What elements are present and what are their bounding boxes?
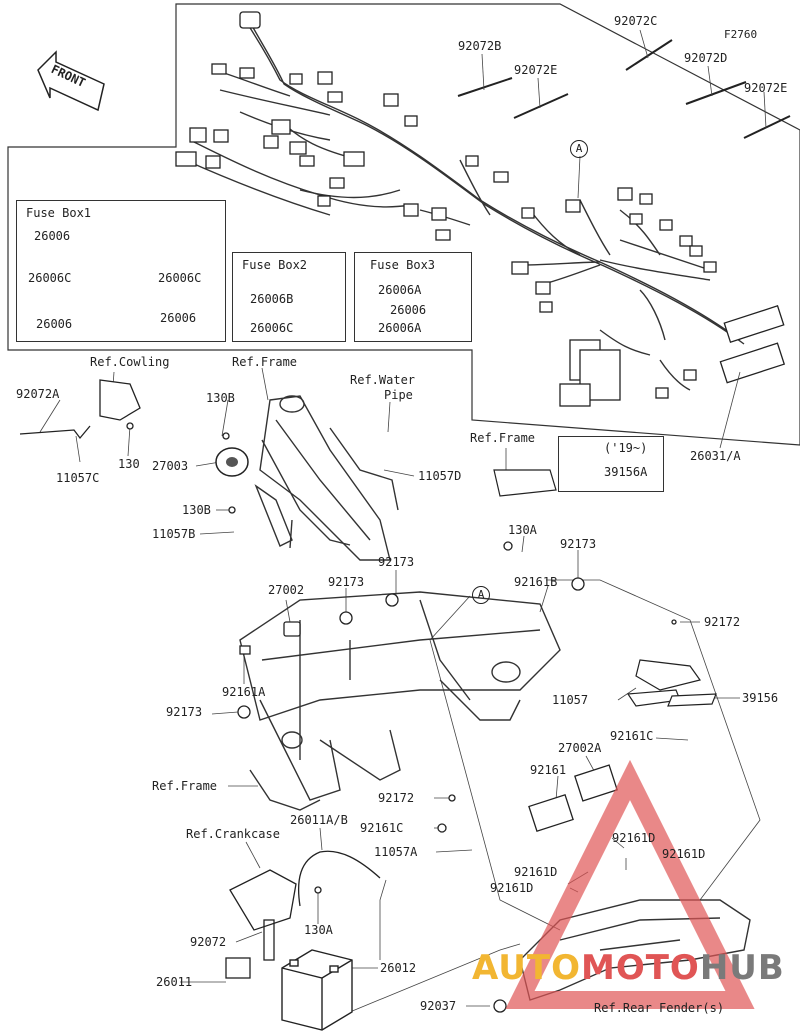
starter-cable [225,850,381,979]
ref-label: Ref.Cowling [90,355,170,369]
fuse-box2-label: 26006B [250,292,294,306]
part-label: 92072D [684,51,728,65]
watermark-part1: AUTO [472,948,581,988]
fuse-box2 [232,252,346,342]
battery-shape [281,949,353,1031]
part-label: 27002A [558,741,602,755]
harness-straps [457,39,791,139]
relay-boxes [528,764,618,833]
part-label: 11057C [56,471,100,485]
watermark-part2: MOTO [580,948,700,988]
part-label: 92072E [514,63,558,77]
ref-label: Ref.Water [350,373,416,387]
fuse-box2-title: Fuse Box2 [242,258,308,272]
part-label: 11057 [552,693,589,707]
year-note-box [558,436,664,492]
front-arrow-icon [37,50,105,112]
year-note: ('19~) [604,441,648,455]
frame-lower-shape [239,591,561,811]
fuse-box1-label: 26006 [160,311,197,325]
part-label: 92173 [378,555,415,569]
part-label: 26011A/B [290,813,348,827]
part-label: 92172 [378,791,415,805]
part-label: 130A [304,923,333,937]
ref-label: Ref.Crankcase [186,827,280,841]
fuse-box1-label: 26006 [34,229,71,243]
leader-lines [39,29,767,1007]
part-label: 92072C [614,14,658,28]
part-label: 92161D [612,831,656,845]
fuse-box1 [16,200,226,342]
part-label: 92161D [490,881,534,895]
part-label: 92161C [610,729,654,743]
part-label: 130B [182,503,211,517]
watermark-part3: HUB [699,948,785,988]
part-label: 92173 [166,705,203,719]
fuse-box1-title: Fuse Box1 [26,206,92,220]
part-label: 92161D [514,865,558,879]
part-label: 130 [118,457,140,471]
part-label: 27003 [152,459,189,473]
part-label: 39156A [604,465,648,479]
part-label: 92161A [222,685,266,699]
fuse-box3-label: 26006A [378,321,422,335]
marker-a: A [570,140,588,158]
part-label: 11057B [152,527,196,541]
part-label: 92072B [458,39,502,53]
part-label: 92172 [704,615,741,629]
part-label: 27002 [268,583,305,597]
fuse-box3 [354,252,472,342]
fuse-box2-label: 26006C [250,321,294,335]
part-label: 92072 [190,935,227,949]
ref-label: Ref.Frame [232,355,298,369]
frame-upper-shape [254,395,399,561]
part-label: 92072A [16,387,60,401]
part-label: 26031/A [690,449,741,463]
part-label: 11057A [374,845,418,859]
marker-a: A [472,586,490,604]
part-label: 92173 [328,575,365,589]
horn-shape [215,447,249,477]
small-parts [126,422,677,1013]
cowling-bracket [19,379,141,440]
fuse-box3-label: 26006 [390,303,427,317]
part-label: 92173 [560,537,597,551]
part-label: 92161C [360,821,404,835]
ref-label: Ref.Frame [152,779,218,793]
part-label: 26012 [380,961,417,975]
fuse-box1-label: 26006 [36,317,73,331]
fuse-box1-label: 26006C [28,271,72,285]
fuse-box3-title: Fuse Box3 [370,258,436,272]
fuse-box3-label: 26006A [378,283,422,297]
part-label: 39156 [742,691,779,705]
part-label: 92161B [514,575,558,589]
ref-label: Ref.Rear Fender(s) [594,1001,725,1015]
watermark-triangle [505,759,755,1009]
fuse-box1-label: 26006C [158,271,202,285]
ref-label: Pipe [384,388,413,402]
rear-brackets [493,461,717,707]
part-label: 130A [508,523,537,537]
part-label: 92161 [530,763,567,777]
part-label: 92161D [662,847,706,861]
part-label: 92037 [420,999,457,1013]
part-label: 92072E [744,81,788,95]
harness-panel-outline [7,3,800,446]
ref-label: Ref.Frame [470,431,536,445]
watermark-text: AUTOMOTOHUB [472,948,785,988]
part-label: 130B [206,391,235,405]
harness-connectors [175,11,786,407]
part-label: 11057D [418,469,462,483]
diagram-code: F2760 [724,28,758,41]
part-label: 26011 [156,975,193,989]
